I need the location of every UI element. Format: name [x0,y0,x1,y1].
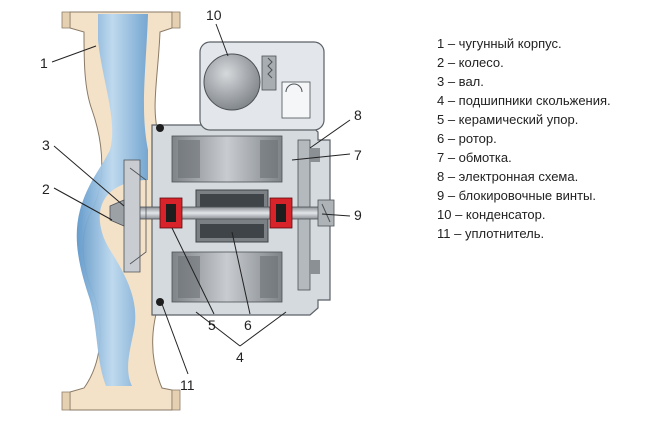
legend-item: 5 – керамический упор. [437,112,579,127]
water-channel [76,14,148,386]
callout-2: 2 [42,181,50,197]
callout-9: 9 [354,207,362,223]
legend-item: 3 – вал. [437,74,484,89]
legend-item: 6 – ротор. [437,131,497,146]
callout-10: 10 [206,7,222,23]
callout-6: 6 [244,317,252,333]
callout-1: 1 [40,55,48,71]
legend-item: 11 – уплотнитель. [437,226,545,241]
leader-lines [51,23,351,375]
parts-legend: 1 – чугунный корпус. 2 – колесо. 3 – вал… [437,34,611,243]
legend-item: 2 – колесо. [437,55,504,70]
locking-screws [317,199,335,227]
bearings [159,197,293,229]
impeller [109,159,147,273]
callout-4: 4 [236,349,244,365]
legend-item: 7 – обмотка. [437,150,512,165]
capacitor [203,53,277,111]
callout-3: 3 [42,137,50,153]
callout-5: 5 [208,317,216,333]
callout-8: 8 [354,107,362,123]
legend-item: 4 – подшипники скольжения. [437,93,611,108]
stator-windings [171,135,283,303]
callout-11: 11 [180,377,195,393]
legend-item: 10 – конденсатор. [437,207,546,222]
legend-item: 1 – чугунный корпус. [437,36,562,51]
legend-item: 8 – электронная схема. [437,169,579,184]
legend-item: 9 – блокировочные винты. [437,188,597,203]
callout-7: 7 [354,147,362,163]
